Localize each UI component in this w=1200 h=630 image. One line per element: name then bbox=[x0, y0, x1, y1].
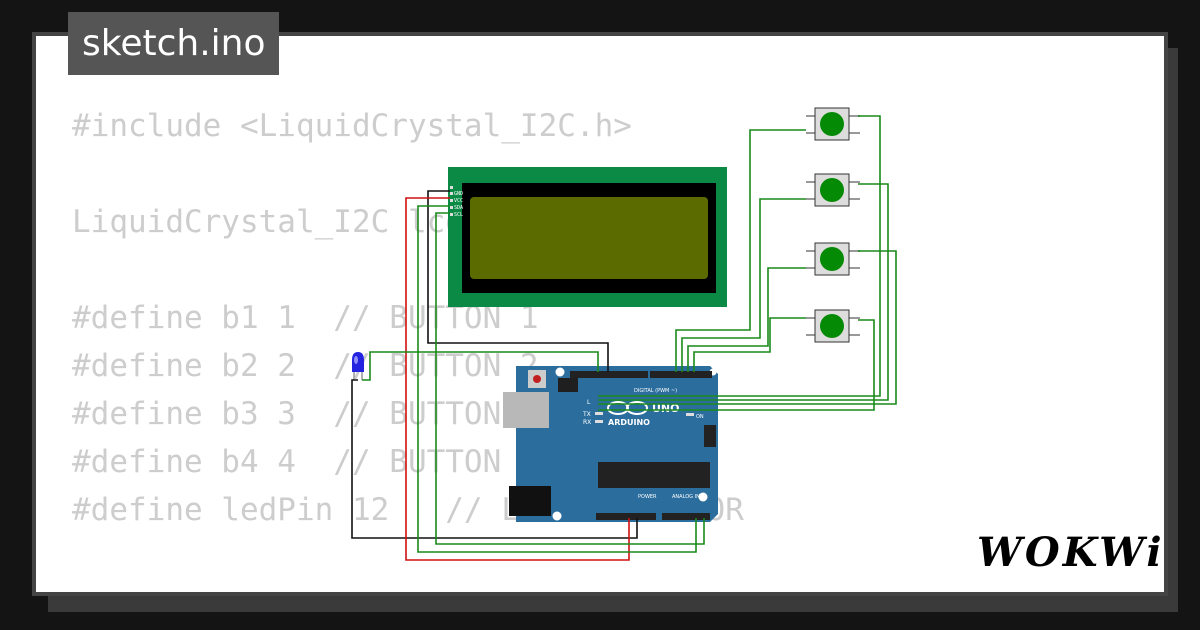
lcd-pin-label: GND bbox=[454, 191, 463, 197]
mounting-hole bbox=[698, 492, 708, 502]
lcd-pin-label: VCC bbox=[454, 198, 463, 204]
push-button-4[interactable] bbox=[806, 309, 860, 343]
code-line: int counter = 0; bbox=[72, 582, 744, 592]
icsp-header bbox=[704, 425, 716, 447]
wire bbox=[598, 250, 897, 405]
wire bbox=[681, 198, 806, 372]
lcd-pin-label: SDA bbox=[454, 205, 463, 211]
blue-led[interactable] bbox=[352, 352, 364, 380]
arduino-brand: UNO bbox=[652, 402, 680, 415]
lcd-display[interactable]: GND VCC SDA SCL bbox=[448, 167, 727, 307]
on-label: ON bbox=[696, 414, 704, 420]
wire bbox=[362, 351, 599, 381]
code-line: #define b1 1 // BUTTON 1 bbox=[72, 300, 539, 336]
wire bbox=[598, 183, 889, 401]
analog-header bbox=[662, 513, 710, 520]
rx-label: RX bbox=[583, 419, 591, 426]
sketch-title[interactable]: sketch.ino bbox=[68, 12, 280, 75]
wire bbox=[435, 212, 705, 545]
arduino-uno-board[interactable]: UNO ARDUINO DIGITAL (PWM ~) ANALOG IN PO… bbox=[503, 366, 718, 522]
wire bbox=[675, 129, 806, 372]
push-button-2[interactable] bbox=[806, 173, 860, 207]
wire bbox=[598, 319, 875, 411]
wire bbox=[687, 267, 806, 372]
push-button-3[interactable] bbox=[806, 242, 860, 276]
mounting-hole bbox=[552, 511, 562, 521]
wire bbox=[693, 317, 806, 372]
power-jack bbox=[509, 486, 551, 516]
mounting-hole bbox=[555, 367, 565, 377]
code-line: #define b2 2 // BUTTON 2 bbox=[72, 348, 539, 384]
code-line: #include <LiquidCrystal_I2C.h> bbox=[72, 108, 632, 144]
arduino-name: ARDUINO bbox=[608, 418, 650, 427]
wire bbox=[598, 115, 881, 397]
wokwi-logo: WOKWi bbox=[977, 529, 1165, 576]
wire bbox=[405, 197, 630, 561]
wire bbox=[427, 190, 609, 372]
code-line: #define b4 4 // BUTTON 4 bbox=[72, 444, 539, 480]
digital-header-2 bbox=[650, 371, 712, 378]
l-label: L bbox=[587, 399, 591, 406]
push-button-1[interactable] bbox=[806, 107, 860, 141]
wire bbox=[417, 205, 697, 553]
digital-label: DIGITAL (PWM ~) bbox=[634, 388, 677, 394]
lcd-pins: GND VCC SDA SCL bbox=[450, 186, 463, 218]
wires bbox=[351, 115, 897, 561]
usb-connector bbox=[503, 392, 549, 428]
wire bbox=[351, 379, 638, 539]
microcontroller-chip bbox=[598, 462, 710, 488]
analog-label: ANALOG IN bbox=[672, 494, 700, 500]
power-header bbox=[596, 513, 656, 520]
power-label: POWER bbox=[638, 494, 657, 500]
lcd-pin-label: SCL bbox=[454, 212, 463, 218]
digital-header-1 bbox=[570, 371, 648, 378]
tx-label: TX bbox=[582, 411, 591, 418]
